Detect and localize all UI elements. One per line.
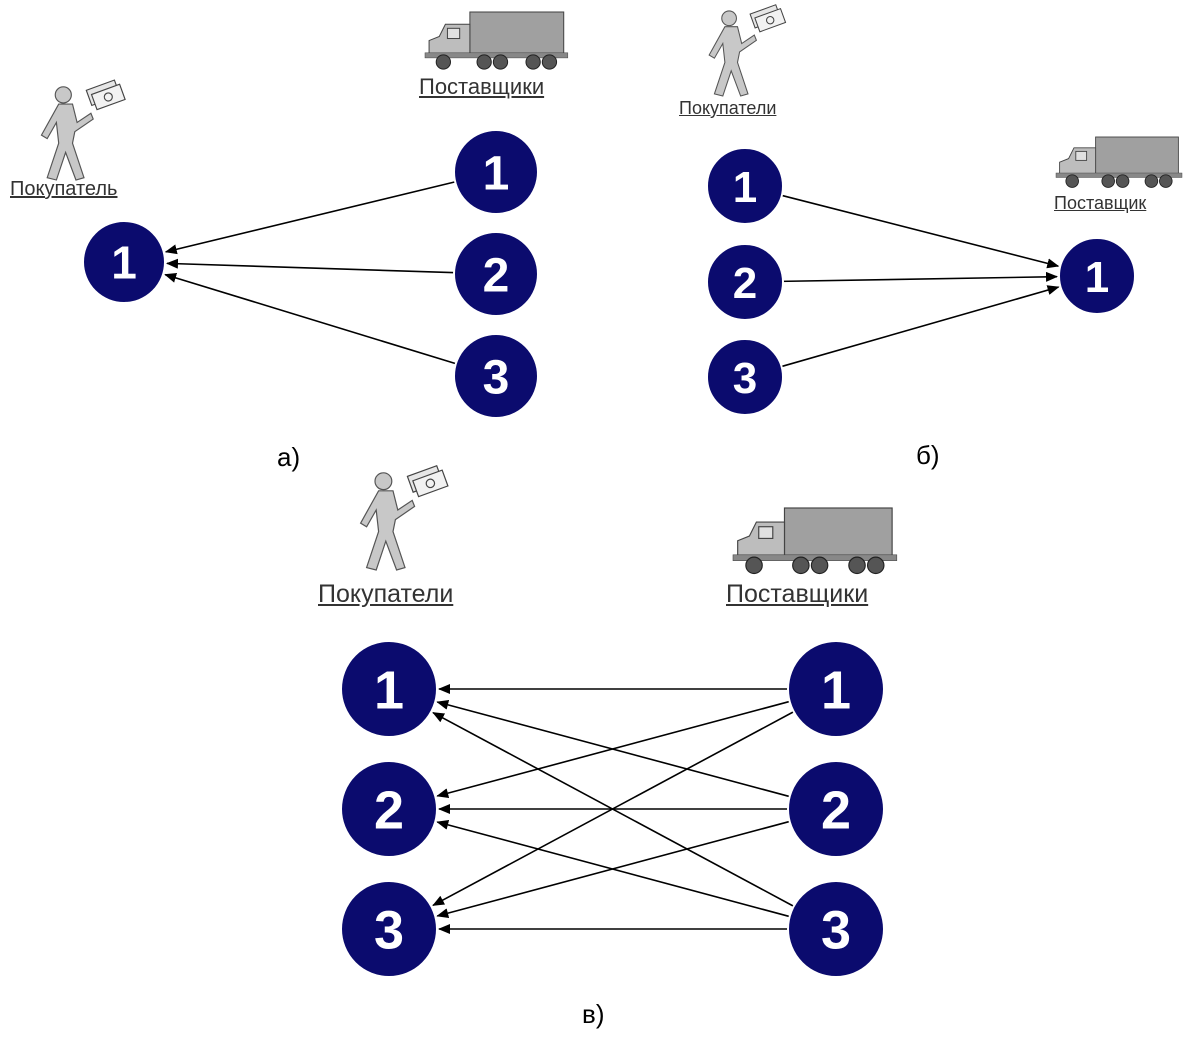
panel-c-edge-supplier-1-to-buyer-3 (432, 710, 796, 907)
panel-a-edge-supplier-1-to-buyer-1 (164, 180, 458, 255)
node-number: 3 (374, 900, 404, 960)
panel-b-supplier-label: Поставщик (1054, 193, 1147, 213)
panel-b-buyer-label: Покупатели (679, 98, 777, 118)
panel-b-truck-icon (1055, 136, 1183, 188)
panel-b-edge-buyer-1-to-supplier-1 (779, 194, 1060, 269)
panel-c-buyer-node-2: 2 (340, 760, 438, 858)
panel-a-supplier-node-1: 1 (453, 129, 539, 215)
panel-a-supplier-node-3: 3 (453, 333, 539, 419)
nodes-layer: 1 1 2 3 1 2 3 1 1 2 3 1 2 3 (82, 129, 1136, 978)
node-circle (82, 220, 166, 304)
edges-layer (164, 180, 1060, 934)
panel-c-truck-icon (732, 507, 898, 575)
panel-b-edge-buyer-2-to-supplier-1 (780, 271, 1059, 283)
node-number: 1 (733, 163, 757, 212)
panel-a-truck-icon (424, 11, 569, 70)
panel-a-edge-supplier-3-to-buyer-1 (164, 273, 458, 366)
node-circle (706, 147, 784, 225)
panel-a-edge-supplier-2-to-buyer-1 (165, 258, 457, 274)
node-circle (706, 338, 784, 416)
panel-b-edge-buyer-3-to-supplier-1 (779, 285, 1060, 368)
panel-a-supplier-node-2: 2 (453, 231, 539, 317)
panel-a-buyer-node-1: 1 (82, 220, 166, 304)
node-circle (453, 333, 539, 419)
panel-c-edge-supplier-3-to-buyer-2 (436, 819, 792, 918)
node-number: 1 (821, 660, 851, 720)
panel-b-buyer-node-2: 2 (706, 243, 784, 321)
panel-b-buyer-node-1: 1 (706, 147, 784, 225)
panel-a-caption: а) (277, 442, 301, 472)
node-number: 3 (483, 351, 510, 404)
node-circle (706, 243, 784, 321)
node-circle (787, 640, 885, 738)
panel-b-supplier-node-1: 1 (1058, 237, 1136, 315)
node-number: 1 (374, 660, 404, 720)
node-number: 2 (374, 780, 404, 840)
panel-b-buyer-with-money-icon (708, 3, 787, 97)
node-circle (340, 760, 438, 858)
panel-c-supplier-node-3: 3 (787, 880, 885, 978)
panel-c-buyer-with-money-icon (360, 463, 449, 571)
panel-a-supplier-label: Поставщики (419, 74, 545, 99)
panel-b-buyer-node-3: 3 (706, 338, 784, 416)
node-number: 1 (483, 147, 510, 200)
panel-c-supplier-node-1: 1 (787, 640, 885, 738)
node-number: 2 (483, 249, 510, 302)
panel-a-buyer-with-money-icon (40, 78, 126, 181)
panel-c-edge-supplier-2-to-buyer-3 (436, 820, 792, 919)
node-circle (340, 640, 438, 738)
node-circle (787, 760, 885, 858)
node-number: 2 (821, 780, 851, 840)
panel-b-caption: б) (916, 440, 940, 470)
node-number: 3 (733, 354, 757, 403)
panel-c-buyer-label: Покупатели (318, 580, 454, 608)
node-circle (787, 880, 885, 978)
panel-c-buyer-node-1: 1 (340, 640, 438, 738)
panel-c-edge-supplier-2-to-buyer-1 (436, 699, 792, 798)
panel-c-edge-supplier-3-to-buyer-1 (432, 711, 796, 908)
node-number: 1 (111, 237, 137, 289)
panel-c-supplier-label: Поставщики (726, 580, 869, 608)
node-circle (1058, 237, 1136, 315)
panel-c-caption: в) (582, 999, 605, 1029)
node-circle (453, 129, 539, 215)
node-circle (453, 231, 539, 317)
panel-c-edge-supplier-1-to-buyer-2 (436, 700, 792, 799)
node-circle (340, 880, 438, 978)
node-number: 1 (1085, 253, 1109, 302)
panel-a-buyer-label: Покупатель (10, 178, 118, 200)
panel-c-buyer-node-3: 3 (340, 880, 438, 978)
node-number: 2 (733, 259, 757, 308)
node-number: 3 (821, 900, 851, 960)
panel-c-supplier-node-2: 2 (787, 760, 885, 858)
